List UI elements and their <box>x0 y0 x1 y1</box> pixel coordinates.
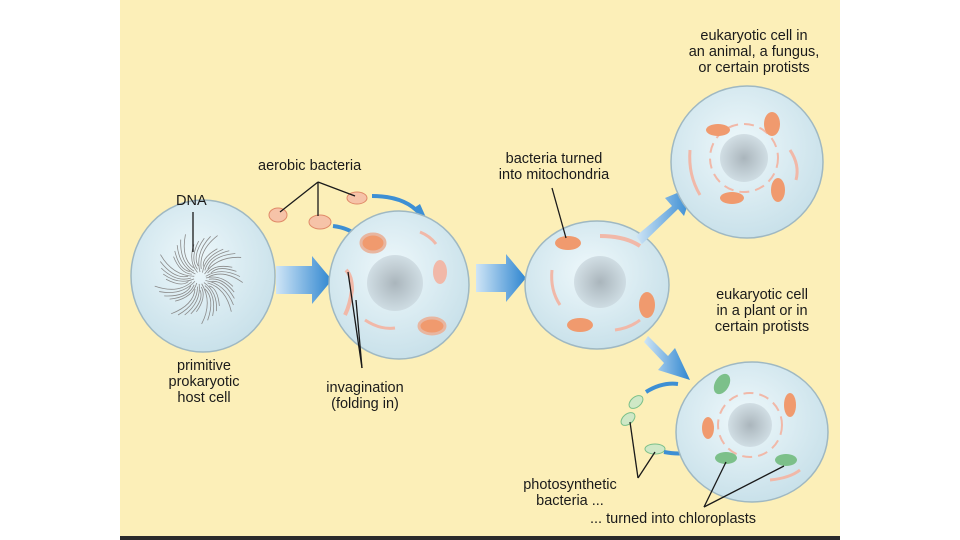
dna-strand <box>200 235 218 270</box>
arrow-to-plant-cell <box>644 336 690 380</box>
dna-strand <box>203 282 217 312</box>
dna-strand <box>210 268 237 274</box>
dna-strand <box>208 273 243 283</box>
mitochondria-cell <box>524 220 670 350</box>
dna-strand <box>204 285 215 317</box>
dna-strand <box>165 278 189 285</box>
dna-strand <box>176 245 196 275</box>
dna-strand <box>180 239 195 272</box>
label-aerobic-bacteria: aerobic bacteria <box>258 158 362 174</box>
dna-strand <box>177 286 198 316</box>
label-dna: DNA <box>176 193 207 209</box>
dna-strand <box>207 265 233 274</box>
arrow-to-animal-cell <box>636 186 694 244</box>
label-bacteria-mitochondria: bacteria turned into mitochondria <box>498 151 610 183</box>
dna-strand <box>195 237 205 267</box>
label-chloroplasts: ... turned into chloroplasts <box>590 511 757 527</box>
dna-strand <box>205 280 234 306</box>
dna-strand <box>202 248 224 273</box>
dna-strand <box>184 283 200 316</box>
dna-strand <box>201 283 208 325</box>
label-animal-cell: eukaryotic cell in an animal, a fungus, … <box>688 28 820 76</box>
dna-strand <box>204 256 242 275</box>
label-host-cell: primitive prokaryotic host cell <box>168 358 240 406</box>
dna-strand <box>169 284 195 300</box>
dna-tangle <box>154 234 243 325</box>
dna-strand <box>211 280 235 299</box>
dna-strand <box>202 248 218 267</box>
dna-strand <box>204 250 230 271</box>
animal-cell <box>670 85 824 239</box>
dna-strand <box>162 273 195 282</box>
dna-strand <box>159 261 189 278</box>
dna-strand <box>160 267 192 280</box>
pointer-lines <box>192 181 785 508</box>
bottom-border <box>120 536 840 540</box>
dna-strand <box>207 253 236 270</box>
dna-strand <box>208 285 220 306</box>
arrow-1 <box>276 256 332 304</box>
dna-strand <box>193 240 200 270</box>
dna-strand <box>207 282 232 312</box>
dna-strand <box>198 236 211 273</box>
arrow-2 <box>476 254 526 302</box>
dna-strand <box>170 288 196 315</box>
invagination-cell <box>328 210 470 360</box>
plant-cell <box>675 361 829 503</box>
label-plant-cell: eukaryotic cell in a plant or in certain… <box>714 287 810 335</box>
dna-strand <box>154 281 193 290</box>
host-cell <box>130 199 276 353</box>
label-invagination: invagination (folding in) <box>326 380 404 412</box>
dna-strand <box>196 286 204 313</box>
dna-strand <box>175 282 198 302</box>
dna-strand <box>205 271 241 277</box>
dna-strand <box>208 278 235 293</box>
dna-strand <box>190 289 202 315</box>
dna-strand <box>159 280 196 293</box>
dna-strand <box>205 276 234 287</box>
dna-strand <box>164 285 192 297</box>
dna-strand <box>174 250 190 272</box>
dna-strand <box>204 288 212 321</box>
dna-strand <box>173 256 192 275</box>
dna-strand <box>183 234 194 269</box>
label-photosynthetic-bacteria: photosynthetic bacteria ... <box>523 477 617 509</box>
dna-strand <box>160 254 195 277</box>
